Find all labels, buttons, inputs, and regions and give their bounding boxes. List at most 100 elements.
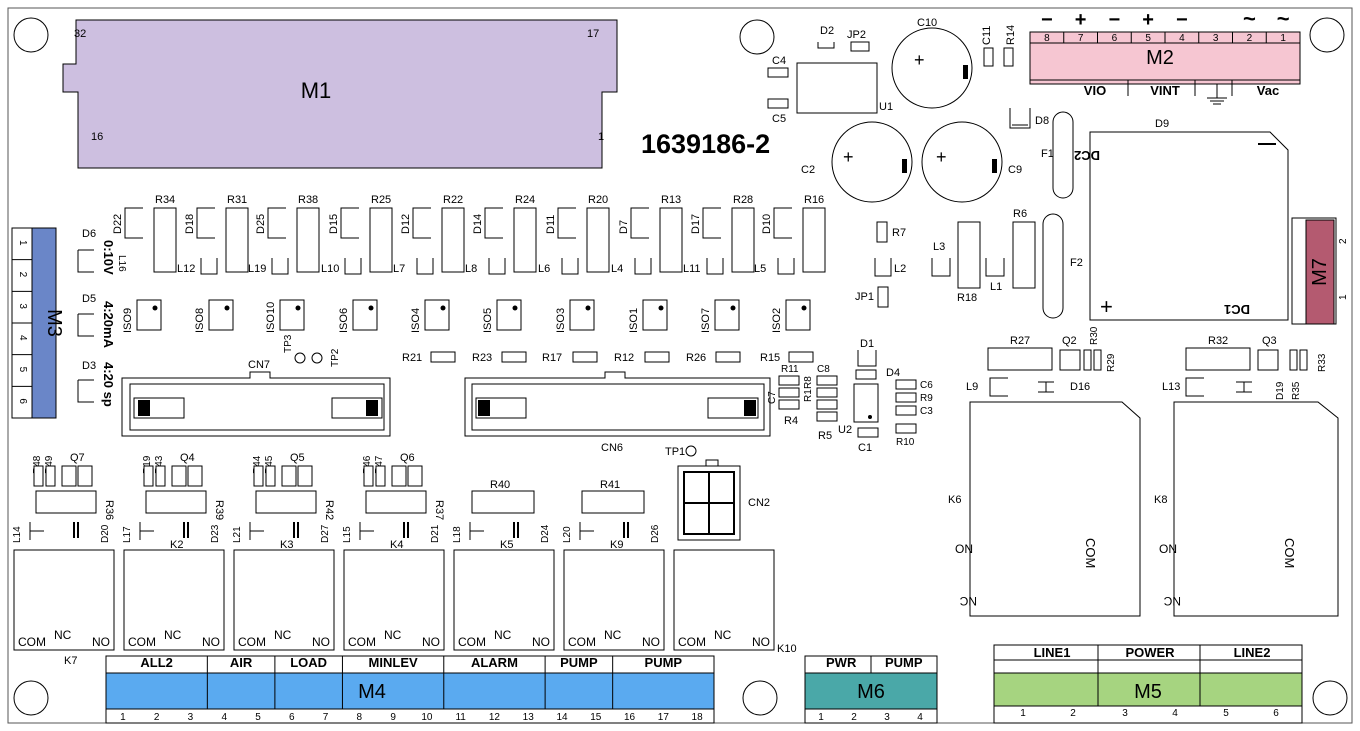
connector-m6-pin: 1 (818, 712, 824, 723)
mounting-holes (13, 17, 1348, 716)
relay-body (123, 549, 225, 651)
diode-label: D20 (100, 524, 111, 543)
iso-label: ISO4 (410, 308, 422, 333)
mode-selector: D6 D5 D3 0:10V 4:20mA 4:20 sp L16 (77, 228, 127, 407)
label-r15: R15 (760, 352, 780, 364)
label-r29: R29 (1106, 353, 1117, 372)
label-r33: R33 (1317, 353, 1328, 372)
inductor-label: L18 (452, 526, 463, 543)
mid-right-components: R7 L2 JP1 L3 R18 L1 R6 (855, 208, 1036, 308)
mounting-hole (739, 19, 775, 55)
connector-m4-pin: 6 (289, 712, 295, 723)
diode-label: D12 (400, 214, 412, 234)
connector-m3-pin: 3 (17, 303, 28, 309)
label-d6: D6 (82, 228, 96, 240)
fuse-f1 (1052, 111, 1074, 199)
io-channel-rows: R34D22ISO9R31D18L12ISO8R38D25L19ISO10R25… (112, 194, 826, 333)
inductor-label: L19 (248, 263, 266, 275)
relay-k6-nc: NC (959, 594, 977, 608)
connector-m4-pin: 12 (489, 712, 501, 723)
label-cn6: CN6 (601, 442, 623, 454)
iso-label: ISO2 (771, 308, 783, 333)
connector-m5-pin: 2 (1070, 708, 1076, 719)
resistor-label: R28 (733, 194, 753, 206)
regulator-area: U1 D2 JP2 C4 C5 + C10 + C2 + C9 C11 R14 … (767, 17, 1049, 203)
connector-m3-pin: 2 (17, 272, 28, 278)
mode-4-20ma-label: 4:20mA (101, 301, 116, 349)
mounting-hole (13, 680, 49, 716)
connector-m4-group-label: ALL2 (140, 655, 173, 670)
inductor-label: L7 (393, 263, 405, 275)
connector-m1-label: M1 (301, 78, 332, 103)
inductor-label: L11 (683, 263, 701, 275)
relay-body (13, 549, 115, 651)
relay-k8-nc: NC (1163, 594, 1181, 608)
label-l16: L16 (116, 255, 127, 272)
label-d8: D8 (1035, 115, 1049, 127)
label-k8: K8 (1154, 494, 1167, 506)
connector-m2-pin: 6 (1112, 33, 1118, 44)
relay-no-label: NO (422, 635, 440, 649)
resistor-label: R16 (804, 194, 824, 206)
relay-com-label: COM (128, 635, 156, 649)
capacitor-c10 (891, 27, 973, 109)
connector-m2-polarity: −+−+−~~ (1041, 6, 1290, 31)
label-r4: R4 (784, 415, 798, 427)
label-c3: C3 (920, 406, 933, 417)
relay-com-label: COM (568, 635, 596, 649)
transistor-label: Q4 (180, 452, 195, 464)
fuse-f2 (1042, 213, 1064, 319)
resistor-label: R38 (298, 194, 318, 206)
connector-m4-group-label: LOAD (290, 655, 327, 670)
mounting-hole (13, 17, 49, 53)
inductor-label: L12 (177, 263, 195, 275)
connector-m4-pin: 10 (421, 712, 433, 723)
inductor-label: L8 (465, 263, 477, 275)
iso-label: ISO8 (194, 308, 206, 333)
diode-label: D18 (184, 214, 196, 234)
capacitor-c9 (921, 121, 1003, 203)
connector-m2-pin: 7 (1078, 33, 1084, 44)
connector-m2-polarity-mark: ~ (1243, 6, 1256, 31)
label-u1: U1 (879, 101, 893, 113)
resistor-label: R22 (443, 194, 463, 206)
relay-ref-label: K2 (170, 539, 183, 551)
label-cn2: CN2 (748, 497, 770, 509)
connector-m7-pin: 2 (1338, 238, 1349, 244)
diode-label: D7 (618, 220, 630, 234)
connector-m1: M1 32 17 16 1 (62, 19, 618, 169)
label-k10: K10 (777, 643, 797, 655)
relay-nc-label: NC (164, 628, 182, 642)
connector-m5-pin: 1 (1020, 708, 1026, 719)
connector-cn7: CN7 TP3 TP2 (121, 334, 391, 437)
connector-m4-group-label: ALARM (471, 655, 518, 670)
inductor-label: L5 (754, 263, 766, 275)
relay-k6-on: ON (955, 542, 973, 556)
relay-nc-label: NC (604, 628, 622, 642)
connector-m2-pin: 5 (1145, 33, 1151, 44)
connector-m4-pin: 14 (556, 712, 568, 723)
label-r23: R23 (472, 352, 492, 364)
connector-m4-pin: 3 (188, 712, 194, 723)
connector-m1-body (62, 19, 618, 169)
label-r11: R11 (781, 364, 799, 375)
relay-body (673, 549, 775, 651)
connector-m6-group-label: PUMP (885, 655, 923, 670)
connector-m4-group-label: MINLEV (369, 655, 418, 670)
connector-m3-pin: 5 (17, 367, 28, 373)
label-c11: C11 (981, 26, 993, 45)
relay-com-label: COM (238, 635, 266, 649)
resistor-label: R31 (227, 194, 247, 206)
inductor-label: L10 (321, 263, 339, 275)
diode-label: D11 (545, 215, 557, 234)
label-cn7: CN7 (248, 359, 270, 371)
connector-m4-group-label: PUMP (560, 655, 598, 670)
relay-com-label: COM (348, 635, 376, 649)
connector-m4-pin: 4 (221, 712, 227, 723)
connector-m4-label: M4 (358, 681, 386, 703)
label-d16: D16 (1070, 381, 1090, 393)
diode-label: D27 (320, 524, 331, 543)
